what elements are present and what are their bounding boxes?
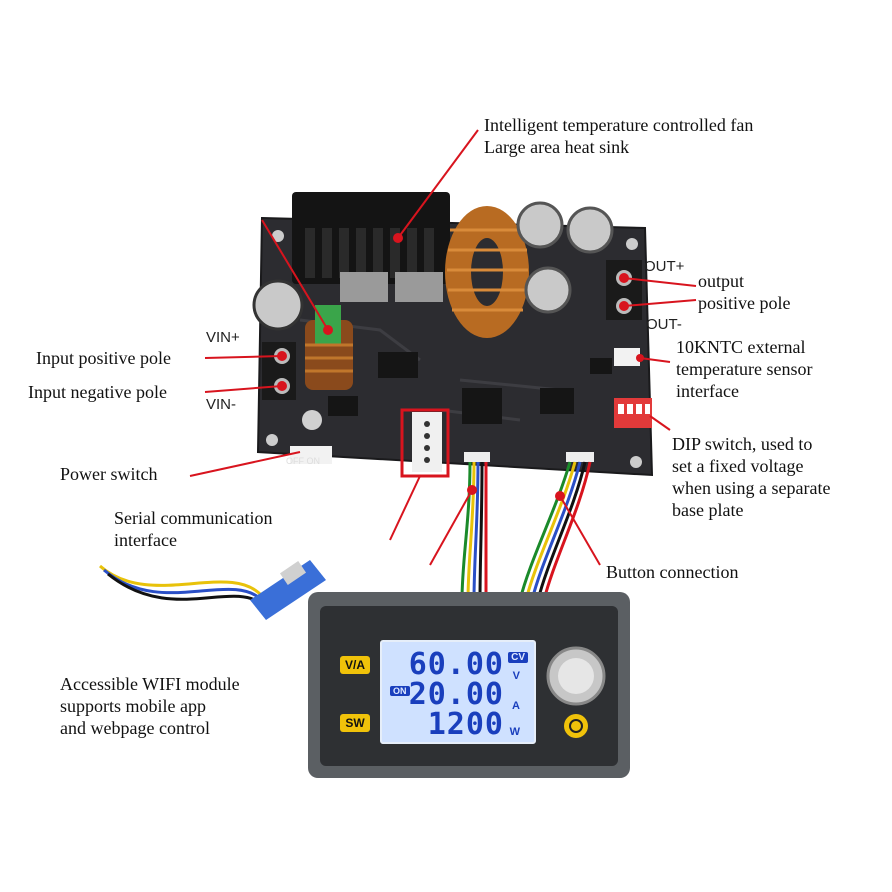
wifi-label: Accessible WIFI module supports mobile a… <box>60 673 240 739</box>
output-label: output positive pole <box>698 270 791 314</box>
off-on-mark: OFF ON <box>286 456 320 466</box>
vin-minus-mark: VIN- <box>206 396 236 413</box>
input-terminals <box>262 342 296 400</box>
dip-label-line-4: base plate <box>672 500 744 520</box>
ntc-label-line-1: 10KNTC external <box>676 337 806 357</box>
toroid-inductor <box>445 206 529 338</box>
on-status-badge: ON <box>390 686 410 696</box>
cable-bundle-right <box>518 452 594 601</box>
ntc-label-line-2: temperature sensor <box>676 359 813 379</box>
power-switch-label: Power switch <box>60 464 158 484</box>
out-minus-mark: OUT- <box>646 316 682 333</box>
callout-lines <box>189 129 697 566</box>
wifi-label-line-3: and webpage control <box>60 718 210 738</box>
fan-label-line-1: Intelligent temperature controlled fan <box>484 115 754 135</box>
dip-switch <box>614 398 652 428</box>
vin-plus-mark: VIN+ <box>206 329 240 346</box>
va-key: V/A <box>340 656 370 674</box>
wifi-label-line-1: Accessible WIFI module <box>60 674 240 694</box>
wifi-module <box>99 560 326 620</box>
button-connection-label: Button connection <box>606 562 739 582</box>
power-readout: 1200 <box>427 707 504 742</box>
power-unit: W <box>509 726 520 738</box>
voltage-readout: 60.00 <box>408 647 504 682</box>
ntc-label-line-3: interface <box>676 381 739 401</box>
current-unit: A <box>512 700 520 712</box>
cv-mode-badge: CV <box>508 652 528 663</box>
capacitors <box>252 201 614 430</box>
dip-switch-label: DIP switch, used to set a fixed voltage … <box>672 433 830 521</box>
ntc-label: 10KNTC external temperature sensor inter… <box>676 336 812 402</box>
input-positive-label: Input positive pole <box>36 348 171 368</box>
input-negative-label: Input negative pole <box>28 382 167 402</box>
out-plus-mark: OUT+ <box>644 258 685 275</box>
wifi-label-line-2: supports mobile app <box>60 696 206 716</box>
serial-label: Serial communication interface <box>114 507 272 551</box>
cooling-fan-heatsink <box>292 192 450 302</box>
serial-label-line-1: Serial communication <box>114 508 273 528</box>
sw-key: SW <box>340 714 370 732</box>
power-switch-component <box>290 446 332 464</box>
fan-label-line-2: Large area heat sink <box>484 137 630 157</box>
dip-label-line-1: DIP switch, used to <box>672 434 813 454</box>
voltage-unit: V <box>512 670 520 682</box>
dip-label-line-2: set a fixed voltage <box>672 456 804 476</box>
output-label-line-1: output <box>698 271 745 291</box>
serial-label-line-2: interface <box>114 530 177 550</box>
dip-label-line-3: when using a separate <box>672 478 831 498</box>
ntc-connector <box>614 348 640 366</box>
current-readout: 20.00 <box>408 677 504 712</box>
ic-chips <box>328 352 612 424</box>
output-label-line-2: positive pole <box>698 293 791 313</box>
fan-label: Intelligent temperature controlled fan L… <box>484 114 753 158</box>
lcd-screen: CV ON 60.00 V 20.00 A 1200 W <box>380 640 536 744</box>
serial-header <box>400 408 450 478</box>
cable-bundle-left <box>460 452 490 601</box>
